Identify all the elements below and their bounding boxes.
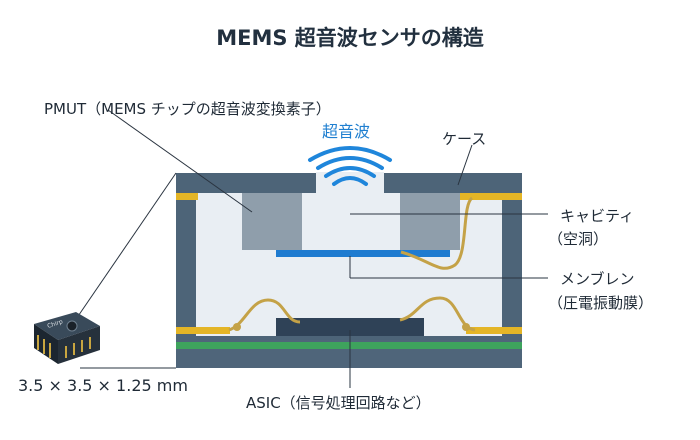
membrane-sublabel: （圧電振動膜） (548, 294, 654, 312)
pcb-green-layer (176, 342, 522, 349)
pad-right-bottom (466, 327, 522, 334)
dimensions-label: 3.5 × 3.5 × 1.25 mm (18, 376, 188, 395)
pad-left-bottom (176, 327, 230, 334)
bond-ball-left (233, 323, 241, 331)
pad-left-top (176, 193, 198, 200)
chip-package-icon: Chirp (34, 312, 100, 364)
sound-port (316, 172, 384, 194)
leader-lines (71, 109, 548, 388)
membrane (276, 250, 450, 257)
asic-label: ASIC（信号処理回路など） (246, 394, 431, 412)
bond-wire-bottom-right (399, 296, 476, 332)
bond-ball-right (462, 323, 470, 331)
bond-wire-bottom-left (228, 298, 301, 332)
pmut-block-left (242, 193, 302, 250)
chip-logo: Chirp (46, 318, 63, 330)
diagram-title: MEMS 超音波センサの構造 (216, 26, 484, 50)
ultrasound-waves-icon (308, 146, 392, 186)
pmut-label: PMUT（MEMS チップの超音波変換素子） (44, 100, 331, 118)
membrane-label: メンブレン (560, 270, 635, 288)
pad-right-top (500, 193, 522, 200)
pmut-block-right (400, 193, 460, 250)
case-label: ケース (442, 130, 487, 148)
pad-right-inner-top (458, 193, 502, 200)
cavity-sublabel: （空洞） (548, 230, 609, 248)
ultrasound-label: 超音波 (322, 122, 371, 141)
asic-chip (276, 318, 424, 336)
cavity-label: キャビティ (560, 207, 635, 225)
